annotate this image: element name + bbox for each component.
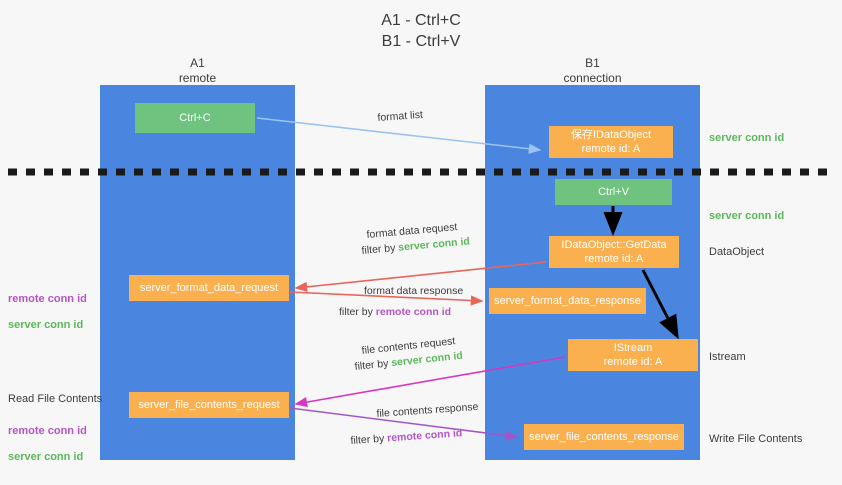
label-server-conn-id-file: server conn id — [8, 451, 84, 463]
filter-prefix-2: filter by — [339, 306, 376, 318]
box-ctrl-v[interactable]: Ctrl+V — [555, 179, 672, 205]
annotation-format-list: format list — [377, 108, 424, 124]
box-ctrl-c[interactable]: Ctrl+C — [135, 103, 255, 133]
box-save-idataobject[interactable]: 保存IDataObject remote id: A — [549, 126, 673, 158]
box-istream[interactable]: IStream remote id: A — [568, 339, 698, 371]
lane-b1-header: B1 connection — [563, 56, 622, 85]
label-write-file-contents: Write File Contents — [709, 433, 803, 445]
label-conn-ids-format: remote conn id server conn id — [8, 280, 87, 345]
filter-prefix-4: filter by — [350, 432, 388, 447]
filter-prefix-1: filter by — [361, 241, 399, 257]
filter-value-2: remote conn id — [375, 306, 452, 318]
box-idataobject-getdata[interactable]: IDataObject::GetData remote id: A — [549, 236, 679, 268]
box-server-file-contents-response[interactable]: server_file_contents_response — [524, 424, 684, 450]
label-conn-ids-file: remote conn id server conn id — [8, 412, 87, 477]
lane-a1-header: A1 remote — [178, 56, 217, 85]
label-server-conn-id-mid: server conn id — [709, 210, 785, 222]
box-server-file-contents-request[interactable]: server_file_contents_request — [129, 392, 289, 418]
filter-prefix-3: filter by — [354, 357, 392, 373]
label-server-conn-id-top: server conn id — [709, 132, 785, 144]
filter-value-4: remote conn id — [386, 427, 463, 445]
label-server-conn-id-format: server conn id — [8, 319, 84, 331]
annotation-format-data-response-filter: filter by remote conn id — [339, 305, 451, 319]
annotation-format-data-response: format data response — [364, 285, 464, 297]
box-server-format-data-request[interactable]: server_format_data_request — [129, 275, 289, 301]
label-remote-conn-id-file: remote conn id — [8, 425, 87, 437]
annotation-file-contents-response-filter: filter by remote conn id — [350, 426, 463, 448]
label-read-file-contents: Read File Contents — [8, 393, 103, 405]
annotation-file-contents-response: file contents response — [376, 400, 479, 420]
page-title: A1 - Ctrl+C B1 - Ctrl+V — [381, 12, 461, 50]
label-dataobject: DataObject — [709, 246, 765, 258]
label-istream: Istream — [709, 351, 746, 363]
label-remote-conn-id-format: remote conn id — [8, 293, 87, 305]
box-server-format-data-response[interactable]: server_format_data_response — [489, 288, 646, 314]
